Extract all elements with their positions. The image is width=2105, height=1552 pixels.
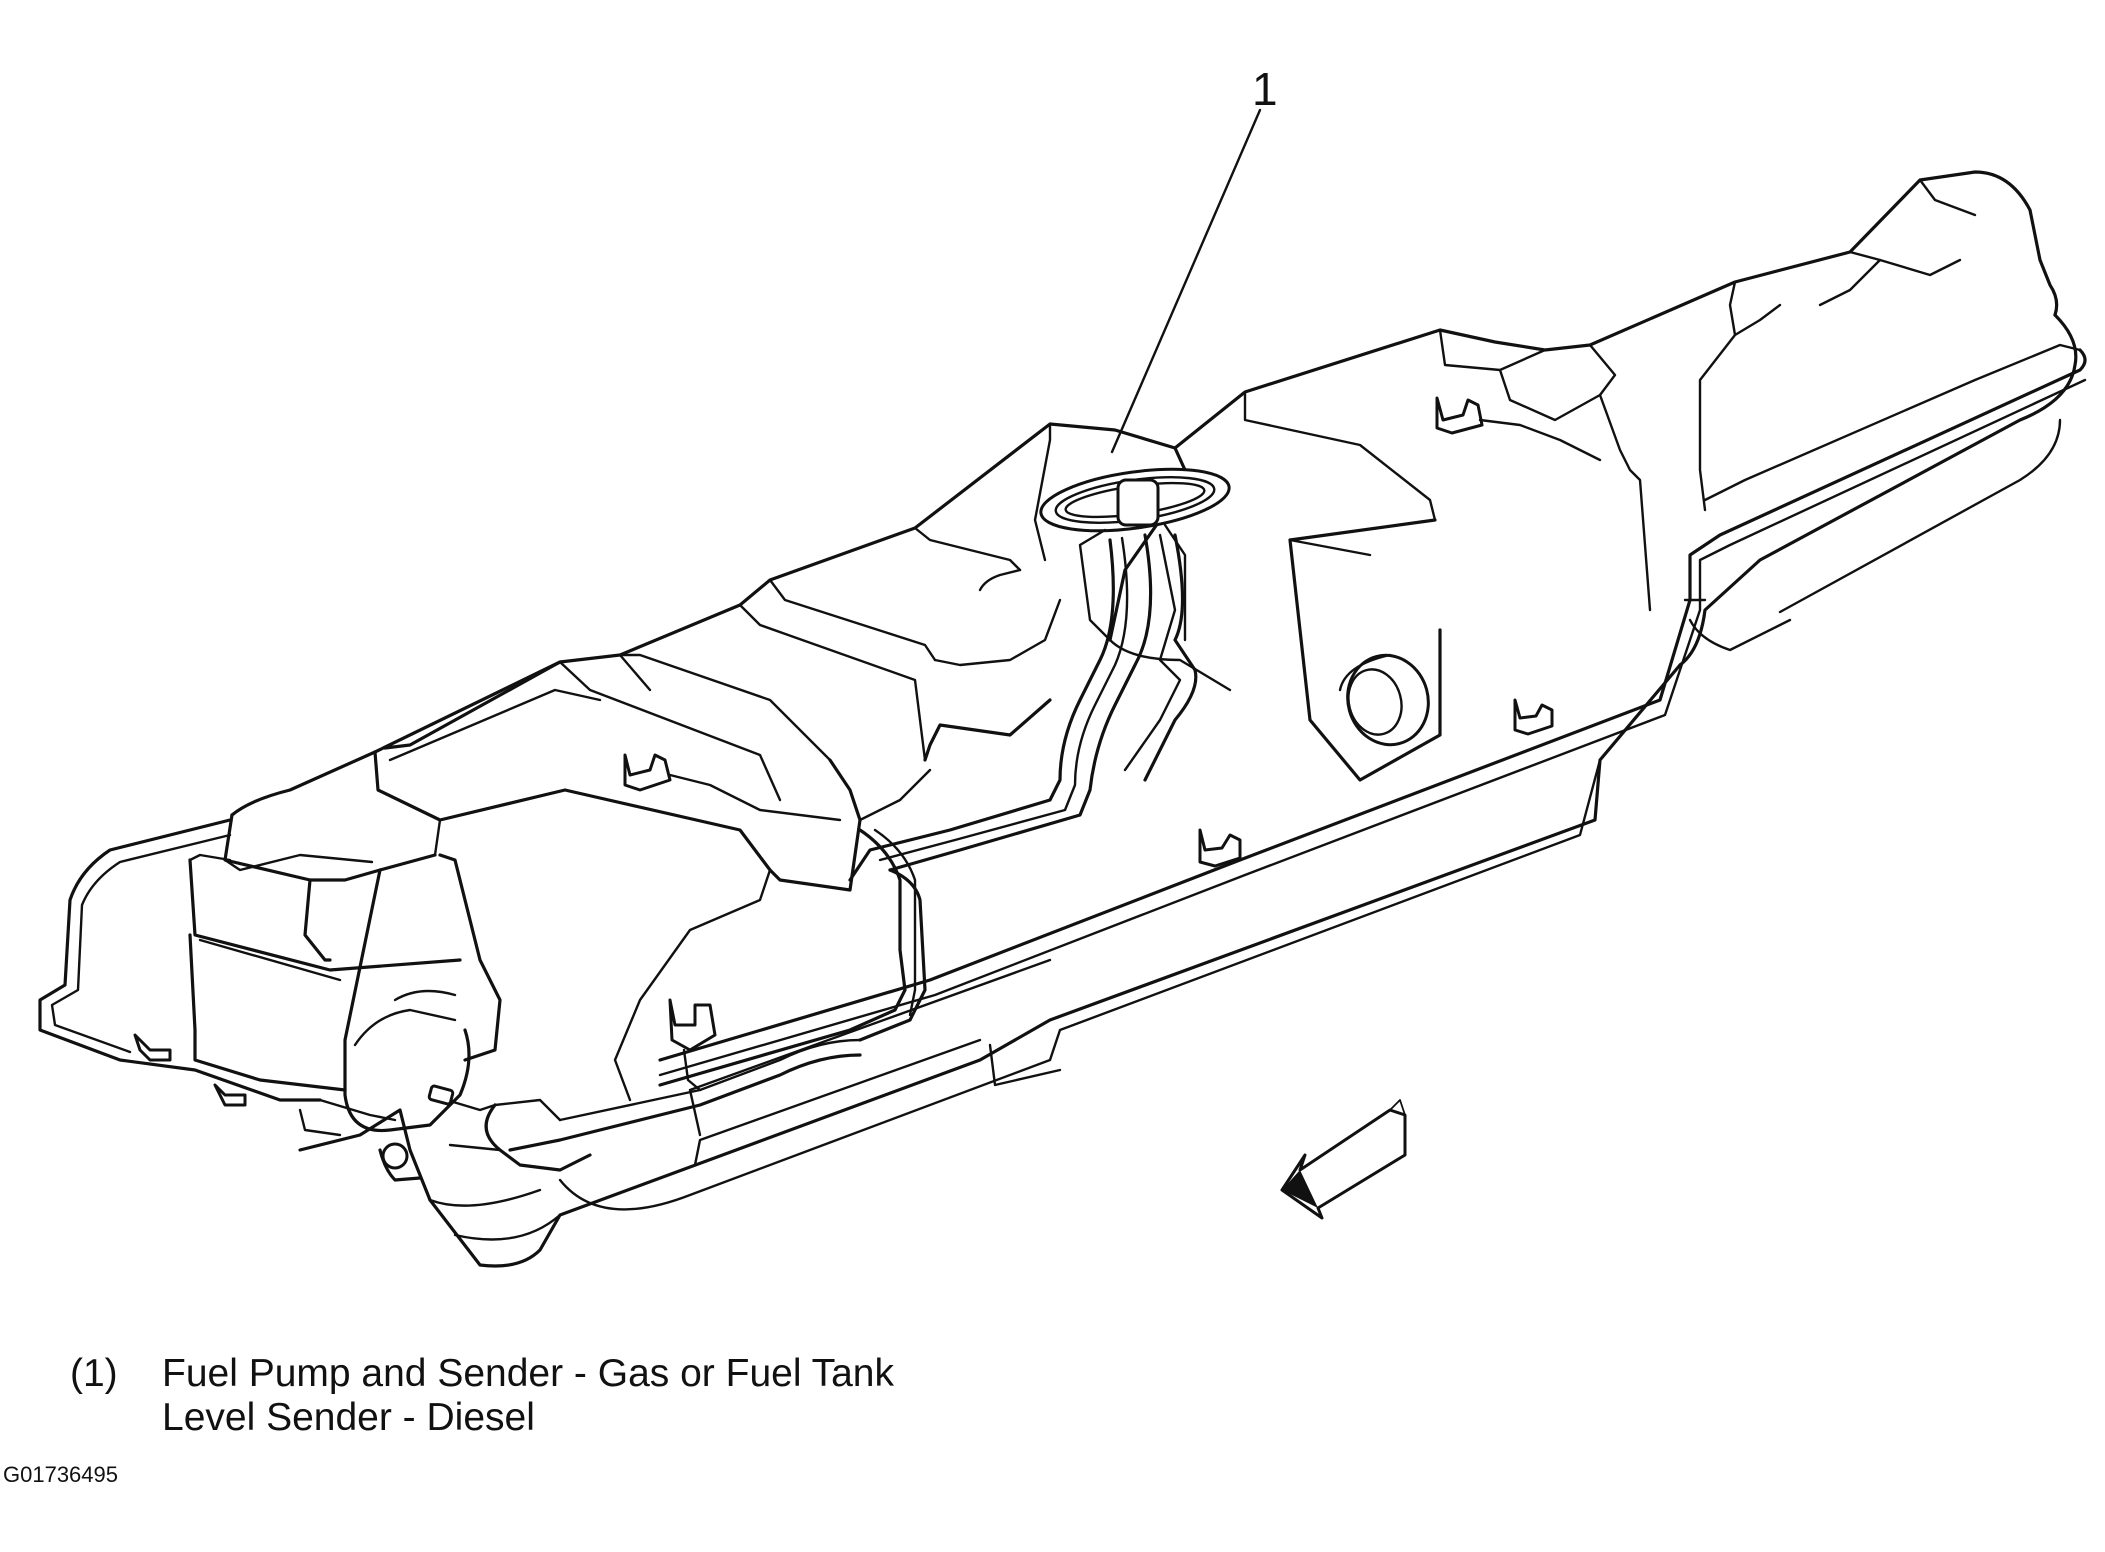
tank-middle-sections [613,178,1977,1102]
callout-number: 1 [1252,63,1278,115]
legend-text: Fuel Pump and Sender - Gas or Fuel Tank … [162,1352,1162,1440]
line-clips [133,396,1602,1112]
fuel-lines [378,533,1198,1182]
tank-left-end [188,653,782,1133]
legend-key: (1) [70,1352,118,1395]
fuel-pump-sender [1039,467,1231,642]
filler-neck [1338,653,1430,747]
side-rail-line [38,343,2087,1137]
legend-line-2: Level Sender - Diesel [162,1396,535,1439]
figure-id: G01736495 [3,1462,118,1487]
front-direction-arrow-icon [1280,1099,1407,1220]
fuel-tank-body [230,170,2078,1268]
legend-line-1: Fuel Pump and Sender - Gas or Fuel Tank [162,1352,894,1395]
callout-1: 1 [1110,63,1278,454]
